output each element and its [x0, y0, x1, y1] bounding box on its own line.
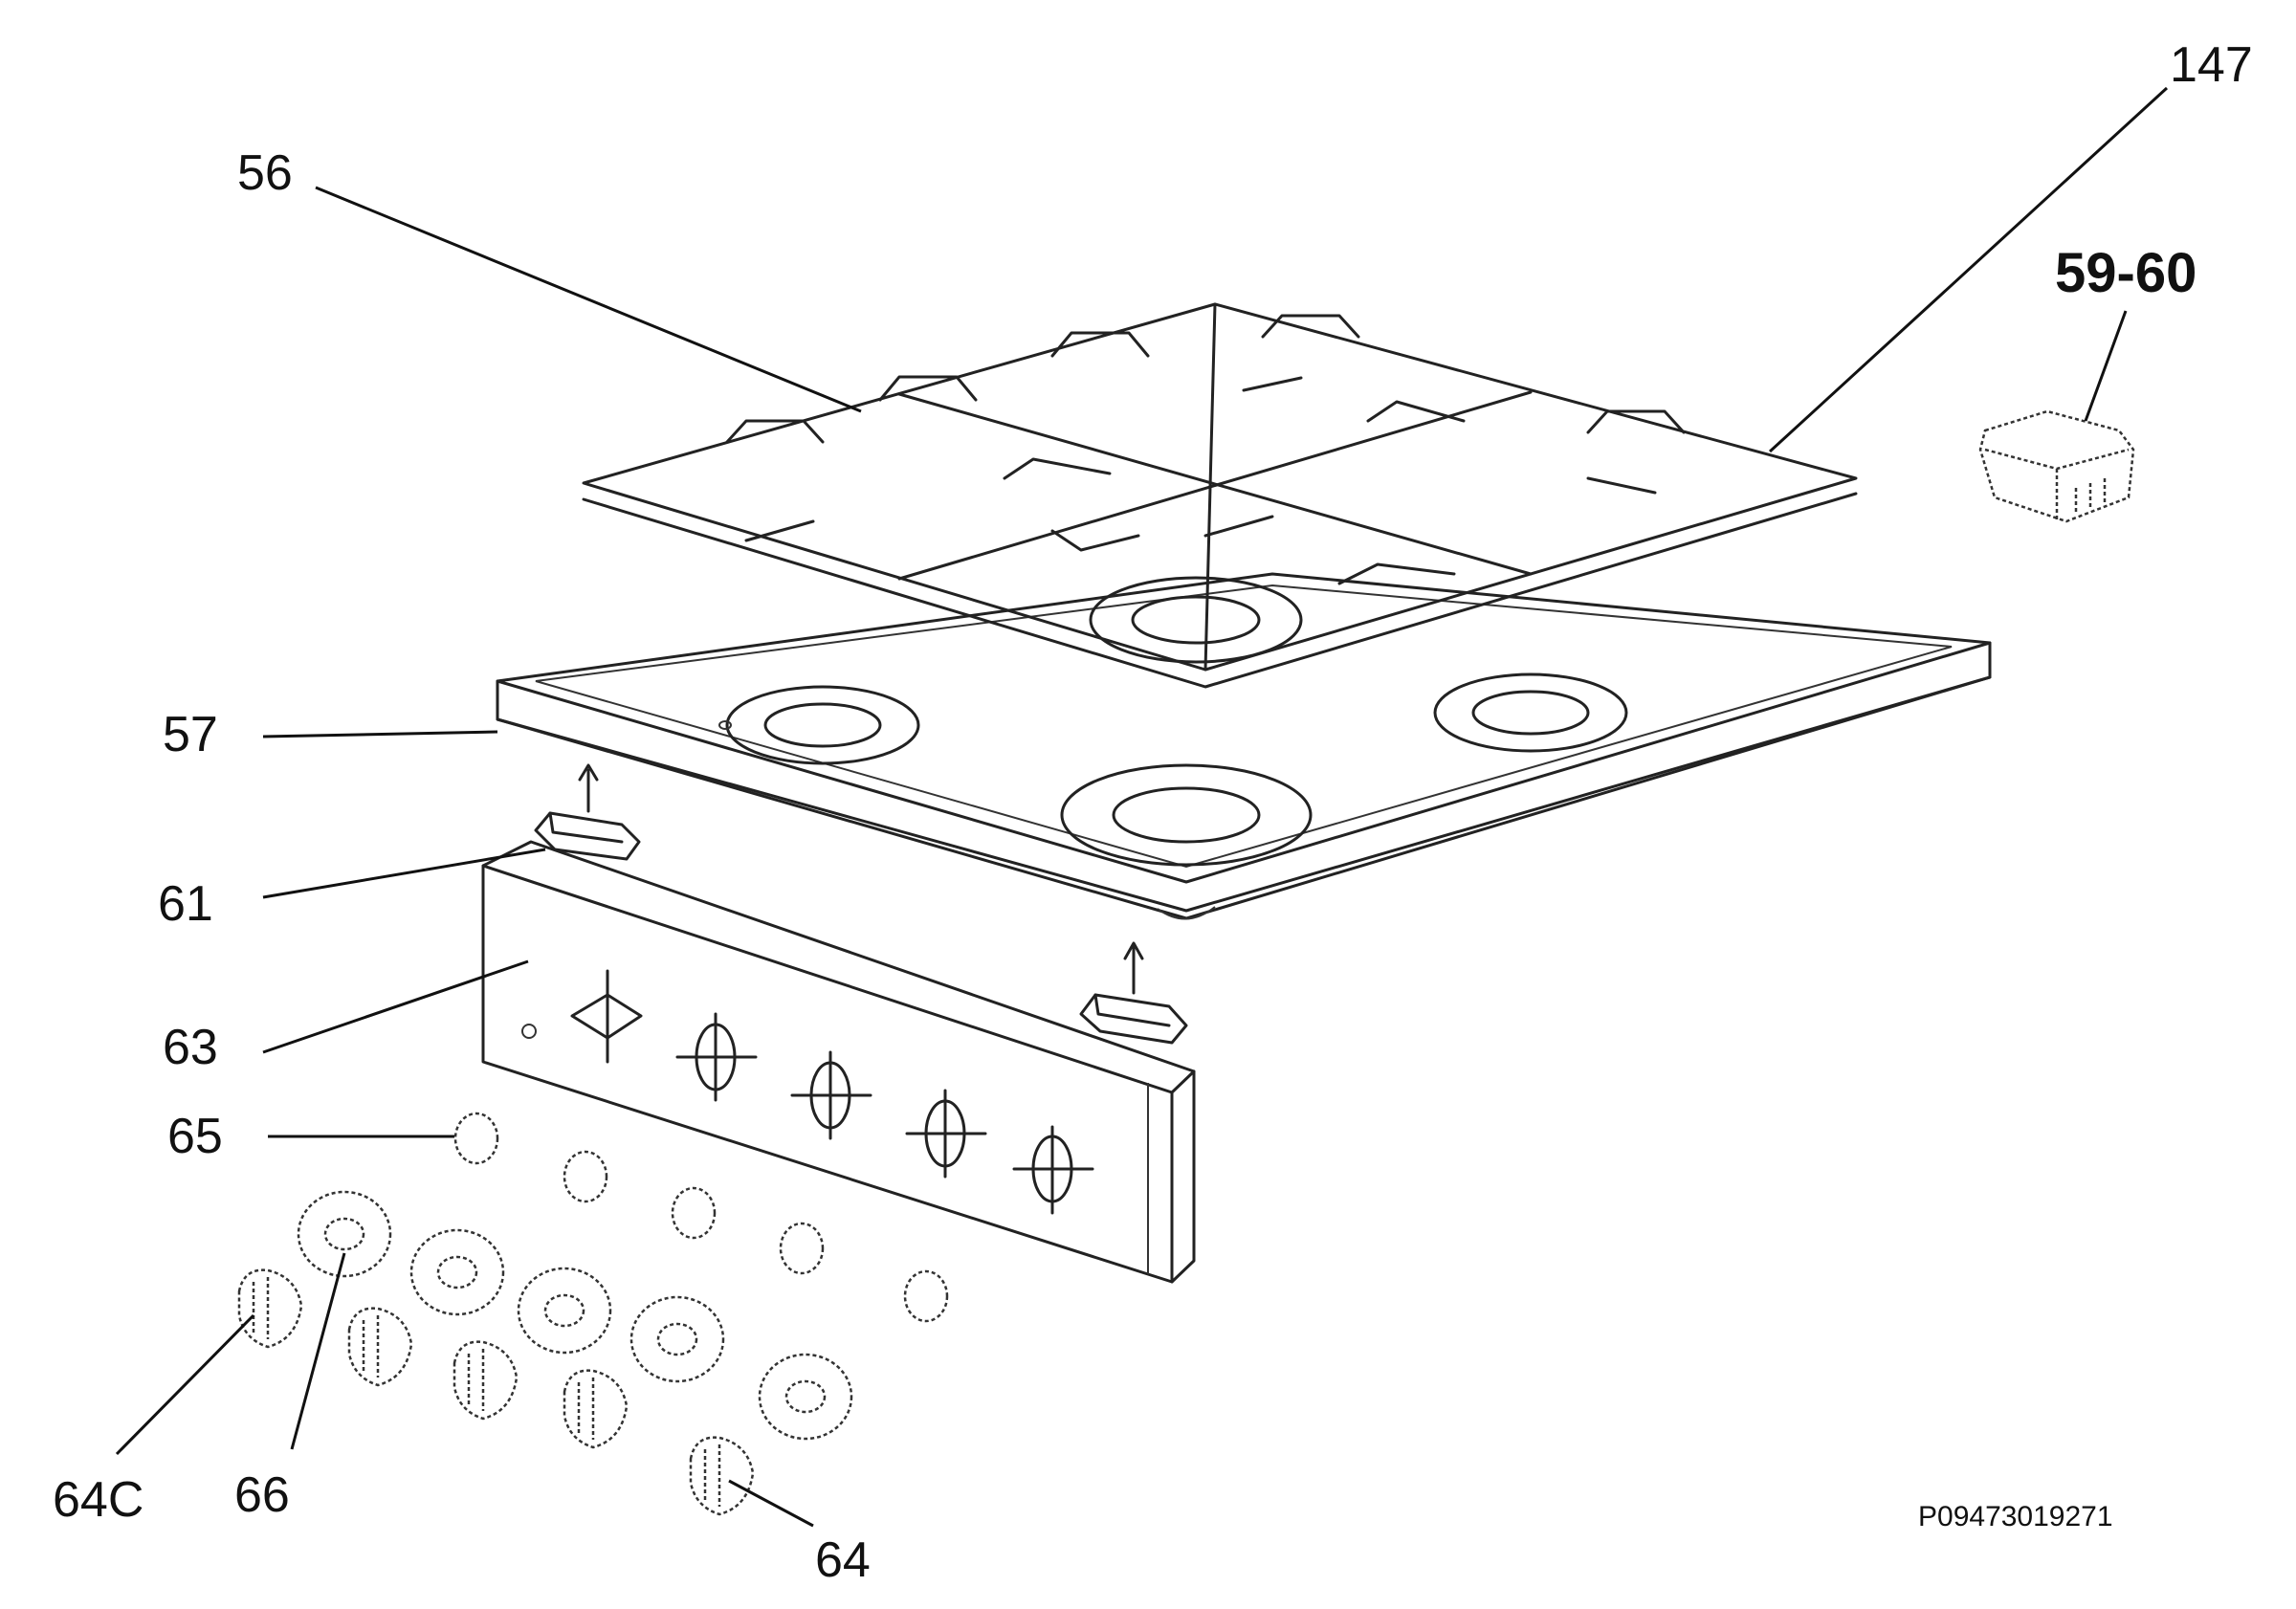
knobs-part	[237, 1268, 755, 1516]
knob-marking-1	[570, 969, 643, 1064]
label-knob-cap: 64C	[53, 1472, 144, 1528]
bracket-left-part	[534, 763, 641, 861]
knob-marking-2	[675, 1012, 758, 1102]
label-grate-side: 147	[2170, 37, 2253, 93]
leader-66	[290, 1252, 346, 1450]
leader-63	[262, 959, 529, 1054]
label-control-panel: 63	[163, 1020, 218, 1075]
control-unit-part	[1978, 409, 2135, 523]
label-bracket: 61	[158, 876, 213, 932]
label-control-unit: 59-60	[2055, 242, 2197, 304]
knob-skirts-part	[297, 1190, 853, 1441]
leader-lines	[115, 86, 2169, 1528]
label-hob-tray: 57	[163, 707, 218, 762]
bracket-right-part	[1079, 941, 1188, 1045]
hob-tray-part	[496, 572, 1992, 920]
knob-marking-4	[905, 1089, 987, 1179]
reference-code: P09473019271	[1918, 1501, 2113, 1532]
label-knob: 64	[815, 1532, 871, 1588]
label-knob-skirt: 66	[234, 1467, 290, 1523]
leader-61	[262, 848, 546, 899]
label-grate: 56	[237, 145, 293, 201]
control-panel-part	[481, 840, 1196, 1284]
leader-59-60	[2084, 310, 2128, 422]
leader-147	[1768, 86, 2169, 453]
pan-grate-part	[582, 302, 1858, 689]
leader-64C	[115, 1313, 255, 1456]
leader-64	[728, 1479, 814, 1528]
spindle-inserts-part	[453, 1112, 949, 1323]
label-spindle-insert: 65	[167, 1109, 223, 1164]
knob-marking-5	[1012, 1125, 1094, 1215]
knob-marking-3	[790, 1050, 872, 1140]
leader-57	[262, 730, 498, 738]
leader-56	[315, 186, 862, 413]
